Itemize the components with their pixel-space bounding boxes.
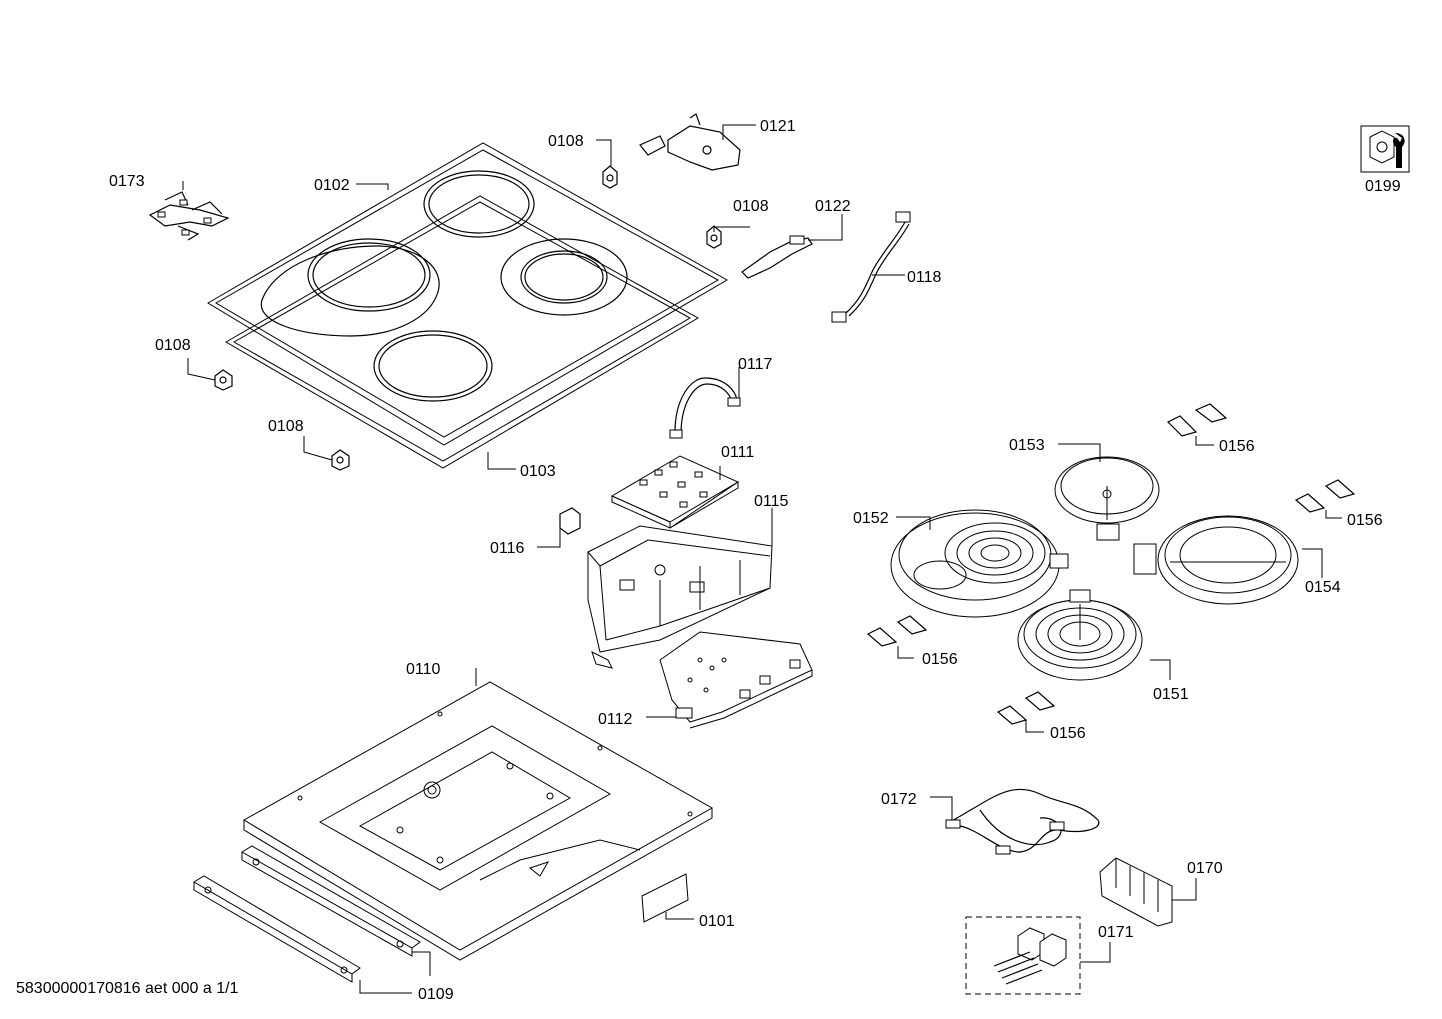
label-0152: 0152 [853,510,889,527]
label-0173: 0173 [109,173,145,190]
label-0153: 0153 [1009,437,1045,454]
label-0156-top: 0156 [1219,438,1255,455]
label-0109: 0109 [418,986,454,1003]
heating-element-oval[interactable] [890,509,1069,618]
mounting-rails[interactable] [193,845,421,983]
temperature-sensor[interactable] [741,235,813,279]
clip-brackets[interactable] [148,191,230,241]
label-0156-bottom: 0156 [1050,725,1086,742]
heating-element-dual[interactable] [1133,515,1299,605]
terminal-kit[interactable] [965,916,1081,995]
heating-element-small[interactable] [1054,456,1160,541]
terminal-block[interactable] [1099,857,1173,927]
connection-cable-upper[interactable] [831,211,911,323]
fixing-clip-mid[interactable] [706,225,722,249]
retaining-springs-left[interactable] [866,615,928,647]
label-0121: 0121 [760,118,796,135]
label-0111: 0111 [721,444,754,461]
ribbon-cable[interactable] [669,377,741,439]
glass-ceramic-hob-top[interactable] [207,142,729,446]
label-0154: 0154 [1305,579,1341,596]
label-0115: 0115 [754,493,789,510]
label-0108-top: 0108 [548,133,584,150]
label-0118: 0118 [907,269,942,286]
retaining-springs-right[interactable] [1294,479,1356,513]
leader-lines [182,124,1342,994]
label-0199: 0199 [1365,178,1401,195]
label-0122: 0122 [815,198,851,215]
rating-label-plate[interactable] [641,873,689,923]
label-0116: 0116 [490,540,525,557]
label-0103: 0103 [520,463,556,480]
retaining-springs-top[interactable] [1166,403,1228,437]
mounting-bracket[interactable] [639,113,741,171]
label-0151: 0151 [1153,686,1189,703]
fixing-clip-bottom[interactable] [331,449,350,471]
label-0101: 0101 [699,913,735,930]
label-0112: 0112 [598,711,633,728]
document-id: 58300000170816 aet 000 a 1/1 [16,980,239,997]
housing-clip[interactable] [559,507,581,535]
power-electronics-board[interactable] [659,631,813,729]
label-0108-left: 0108 [155,337,191,354]
label-0156-right: 0156 [1347,512,1383,529]
wiring-harness[interactable] [945,788,1100,855]
label-0172: 0172 [881,791,917,808]
base-tray[interactable] [243,681,714,961]
label-0108-bottom: 0108 [268,418,304,435]
fixing-clip-left[interactable] [214,369,233,391]
part-labels: 0102 0173 0108 0121 0108 0122 0118 0108 … [109,118,1401,1003]
label-0171: 0171 [1098,924,1134,941]
retaining-springs-bottom[interactable] [996,691,1056,725]
label-0110: 0110 [406,661,441,678]
heating-element-round[interactable] [1017,589,1143,681]
hob-gasket-frame[interactable] [225,195,700,469]
label-0117: 0117 [738,356,773,373]
label-0170: 0170 [1187,860,1223,877]
label-0108-mid: 0108 [733,198,769,215]
fixing-clip-top[interactable] [602,165,618,189]
wrench-icon [1360,125,1410,173]
label-0102: 0102 [314,177,350,194]
label-0156-left: 0156 [922,651,958,668]
electronics-housing[interactable] [587,525,773,669]
touch-control-board[interactable] [610,455,740,529]
